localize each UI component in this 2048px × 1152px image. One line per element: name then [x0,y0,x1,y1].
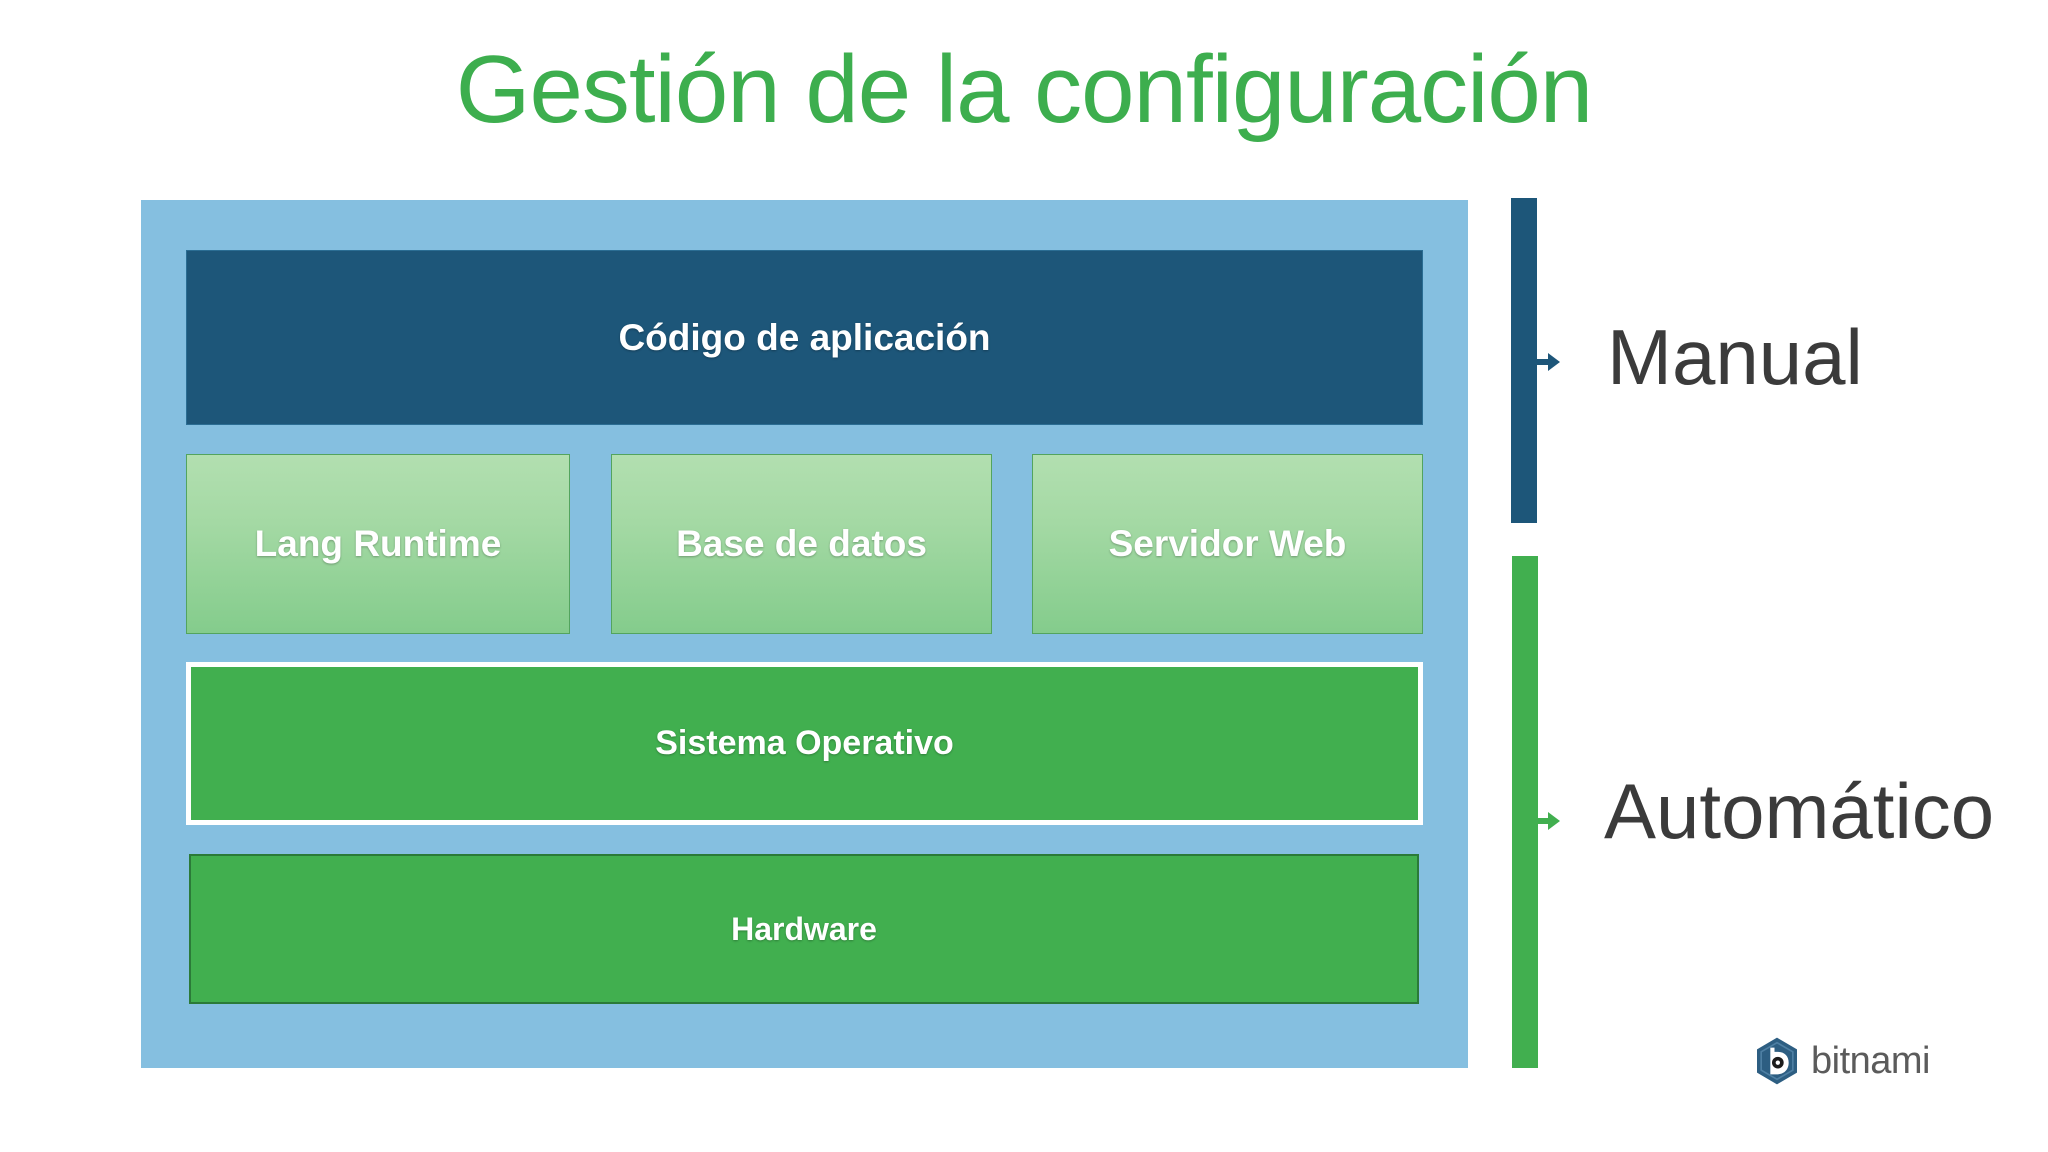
bracket-bar-automatico [1512,556,1538,1068]
stack-layer-label: Base de datos [676,523,927,564]
stack-layer-label: Servidor Web [1108,523,1347,564]
stack-layer-hardware: Hardware [189,854,1419,1004]
bitnami-logo: bitnami [1752,1036,1931,1086]
stack-diagram-container: Código de aplicación Lang Runtime Base d… [141,200,1468,1068]
arrow-right-icon [1535,808,1561,834]
bracket-label-manual: Manual [1607,313,1863,401]
stack-layer-label: Código de aplicación [618,316,991,358]
bitnami-hexagon-icon [1757,1037,1797,1085]
bitnami-wordmark: bitnami [1811,1040,1931,1082]
bracket-bar-manual [1511,198,1537,523]
stack-layer-label: Hardware [731,910,877,947]
bracket-label-automatico: Automático [1604,767,1995,855]
page-title: Gestión de la configuración [455,36,1593,143]
stack-layer-label: Lang Runtime [254,523,502,564]
stack-layer-app-code: Código de aplicación [186,250,1423,425]
stack-layer-lang-runtime: Lang Runtime [186,454,570,634]
stack-layer-label: Sistema Operativo [655,724,954,762]
stack-layer-web-server: Servidor Web [1032,454,1423,634]
stack-layer-operating-system: Sistema Operativo [186,662,1423,825]
stack-layer-database: Base de datos [611,454,992,634]
arrow-right-icon [1535,349,1561,375]
